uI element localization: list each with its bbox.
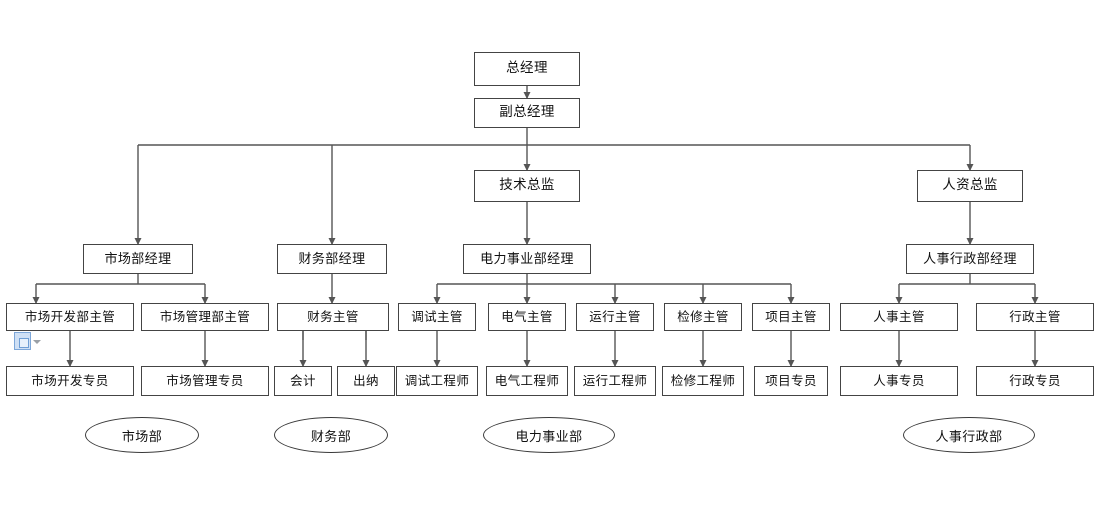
node-hr-specialist[interactable]: 人事专员 [840,366,958,396]
node-general-manager[interactable]: 总经理 [474,52,580,86]
department-label-finance[interactable]: 财务部 [274,417,388,453]
node-market-development-specialist[interactable]: 市场开发专员 [6,366,134,396]
node-finance-supervisor[interactable]: 财务主管 [277,303,389,331]
node-commissioning-engineer[interactable]: 调试工程师 [396,366,478,396]
node-commissioning-supervisor[interactable]: 调试主管 [398,303,476,331]
node-maintenance-supervisor[interactable]: 检修主管 [664,303,742,331]
department-label-power-division[interactable]: 电力事业部 [483,417,615,453]
node-market-management-supervisor[interactable]: 市场管理部主管 [141,303,269,331]
node-admin-supervisor[interactable]: 行政主管 [976,303,1094,331]
node-hr-supervisor[interactable]: 人事主管 [840,303,958,331]
department-label-hr-admin[interactable]: 人事行政部 [903,417,1035,453]
chevron-down-icon [33,340,41,344]
node-cashier[interactable]: 出纳 [337,366,395,396]
node-deputy-general-manager[interactable]: 副总经理 [474,98,580,128]
node-project-specialist[interactable]: 项目专员 [754,366,828,396]
paste-clipboard-glyph [14,332,31,350]
node-hr-admin-manager[interactable]: 人事行政部经理 [906,244,1034,274]
node-technical-director[interactable]: 技术总监 [474,170,580,202]
node-accountant[interactable]: 会计 [274,366,332,396]
node-electrical-engineer[interactable]: 电气工程师 [486,366,568,396]
node-electrical-supervisor[interactable]: 电气主管 [488,303,566,331]
node-marketing-manager[interactable]: 市场部经理 [83,244,193,274]
node-finance-manager[interactable]: 财务部经理 [277,244,387,274]
node-admin-specialist[interactable]: 行政专员 [976,366,1094,396]
node-project-supervisor[interactable]: 项目主管 [752,303,830,331]
department-label-marketing[interactable]: 市场部 [85,417,199,453]
node-maintenance-engineer[interactable]: 检修工程师 [662,366,744,396]
node-market-management-specialist[interactable]: 市场管理专员 [141,366,269,396]
node-market-development-supervisor[interactable]: 市场开发部主管 [6,303,134,331]
node-operation-engineer[interactable]: 运行工程师 [574,366,656,396]
node-operation-supervisor[interactable]: 运行主管 [576,303,654,331]
paste-options-icon[interactable] [14,332,41,350]
node-power-division-manager[interactable]: 电力事业部经理 [463,244,591,274]
node-hr-director[interactable]: 人资总监 [917,170,1023,202]
